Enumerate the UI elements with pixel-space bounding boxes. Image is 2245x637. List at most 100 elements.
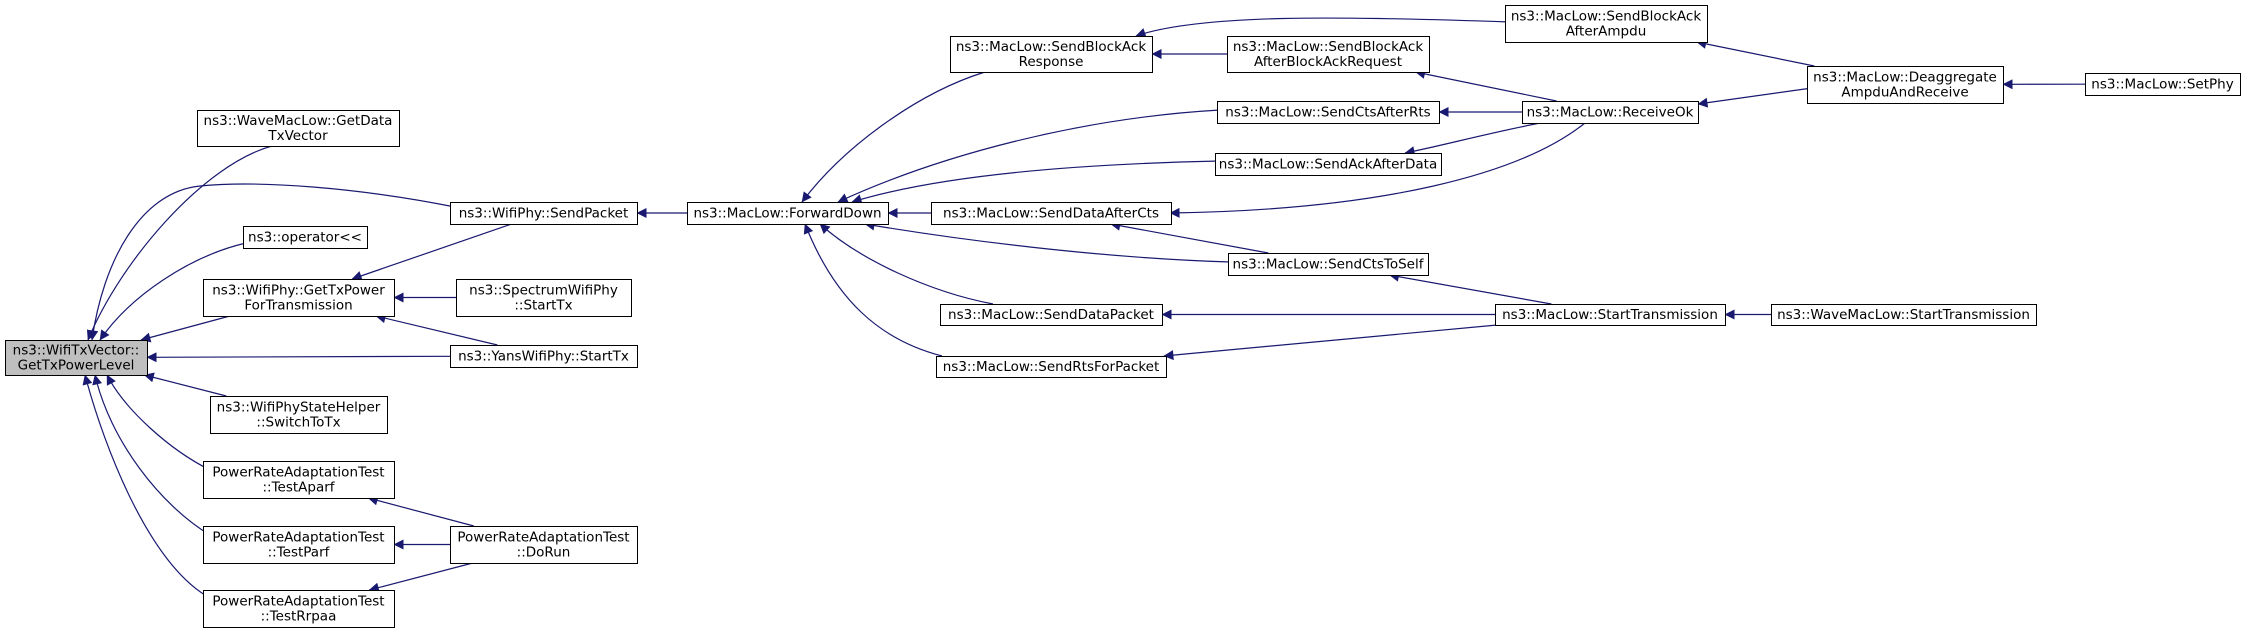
node-box[interactable] [203,461,395,499]
node-box[interactable] [450,526,638,564]
node-label: ns3::MacLow::SendDataAfterCts [943,206,1159,222]
node-box[interactable] [950,36,1153,73]
node-label: Response [1019,54,1084,70]
node-label: AfterAmpdu [1566,24,1647,40]
node-box[interactable] [197,110,400,147]
edge-receiveok-to-senddataaftercts [1169,122,1586,218]
node-box[interactable] [450,202,638,225]
node-label: ::SwitchToTx [256,415,340,431]
node-box[interactable] [940,304,1163,326]
node-sendackafterdata[interactable]: ns3::MacLow::SendAckAfterData [1215,153,1442,176]
node-label: ns3::WifiTxVector:: [13,343,140,359]
node-testaparf[interactable]: PowerRateAdaptationTest::TestAparf [203,461,395,499]
node-label: PowerRateAdaptationTest [212,530,384,546]
node-box[interactable] [931,202,1172,225]
node-box[interactable] [687,202,889,225]
edge-starttransmission-to-sendrtsforpacket [1163,324,1498,361]
node-label: AmpduAndReceive [1841,85,1968,101]
node-label: ns3::MacLow::SendBlockAck [956,39,1146,55]
node-box[interactable] [1227,36,1430,73]
edge-switchtotx-to-root [143,372,227,397]
node-box[interactable] [456,279,632,317]
node-wave_starttransmission[interactable]: ns3::WaveMacLow::StartTransmission [1771,304,2037,326]
node-box[interactable] [2085,73,2241,96]
node-label: ns3::WaveMacLow::GetData [204,113,393,129]
node-box[interactable] [203,279,395,317]
node-dorun[interactable]: PowerRateAdaptationTest::DoRun [450,526,638,564]
node-box[interactable] [203,590,395,628]
node-box[interactable] [1228,253,1429,276]
node-box[interactable] [1522,101,1699,124]
node-box[interactable] [450,345,638,368]
node-box[interactable] [243,226,368,249]
node-starttransmission[interactable]: ns3::MacLow::StartTransmission [1495,304,1726,326]
edge-gettxpower-to-root [140,315,231,343]
node-label: GetTxPowerLevel [18,358,135,374]
edge-deaggregate-to-sendblockackafterampdu [1696,39,1815,67]
node-forwarddown[interactable]: ns3::MacLow::ForwardDown [687,202,889,225]
node-label: ns3::MacLow::SendBlockAck [1233,39,1423,55]
node-sendctsafterrts[interactable]: ns3::MacLow::SendCtsAfterRts [1217,101,1440,124]
node-operator[interactable]: ns3::operator<< [243,226,368,249]
node-receiveok[interactable]: ns3::MacLow::ReceiveOk [1522,101,1699,124]
edges-layer [82,17,2086,599]
edge-sendctstoself-to-forwarddown [864,220,1231,263]
node-testparf[interactable]: PowerRateAdaptationTest::TestParf [203,526,395,564]
node-label: ns3::MacLow::SendCtsAfterRts [1225,105,1430,121]
edge-sendpacket-to-gettxpower [351,223,512,281]
edge-wave_getdata-to-root [86,145,273,341]
node-label: ns3::WifiPhy::SendPacket [459,206,629,222]
node-box[interactable] [936,356,1167,378]
node-sendblockackafterbar[interactable]: ns3::MacLow::SendBlockAckAfterBlockAckRe… [1227,36,1430,73]
node-label: ns3::MacLow::ForwardDown [693,206,881,222]
edge-sendackafterdata-to-forwarddown [851,160,1221,204]
edge-testaparf-to-root [106,374,211,471]
node-sendctstoself[interactable]: ns3::MacLow::SendCtsToSelf [1228,253,1429,276]
node-label: ns3::WifiPhyStateHelper [217,400,381,416]
node-label: PowerRateAdaptationTest [212,594,384,610]
node-label: ::TestParf [268,545,331,561]
node-sendpacket[interactable]: ns3::WifiPhy::SendPacket [450,202,638,225]
node-label: ns3::MacLow::SetPhy [2091,77,2233,93]
node-box[interactable] [1505,5,1708,43]
node-box[interactable] [1215,153,1442,176]
node-box[interactable] [210,396,388,434]
edge-starttransmission-to-sendctstoself [1388,271,1552,305]
edge-dorun-to-testrrpaa [368,562,473,593]
node-label: ns3::MacLow::Deaggregate [1813,70,1997,86]
node-box[interactable] [1807,66,2004,104]
edge-sendctstoself-to-senddataaftercts [1110,220,1269,254]
node-testrrpaa[interactable]: PowerRateAdaptationTest::TestRrpaa [203,590,395,628]
node-label: ns3::MacLow::SendCtsToSelf [1233,257,1425,273]
node-label: ns3::MacLow::ReceiveOk [1527,105,1694,121]
edge-sendblockackafterampdu-to-sendblockackresp [1135,17,1511,38]
node-yans_starttx[interactable]: ns3::YansWifiPhy::StartTx [450,345,638,368]
edge-deaggregate-to-receiveok [1697,87,1813,108]
node-spectrum_starttx[interactable]: ns3::SpectrumWifiPhy::StartTx [456,279,632,317]
node-root[interactable]: ns3::WifiTxVector::GetTxPowerLevel [5,340,148,376]
node-box[interactable] [1217,101,1440,124]
node-setphy[interactable]: ns3::MacLow::SetPhy [2085,73,2241,96]
node-switchtotx[interactable]: ns3::WifiPhyStateHelper::SwitchToTx [210,396,388,434]
node-label: ns3::SpectrumWifiPhy [469,283,618,299]
node-senddataaftercts[interactable]: ns3::MacLow::SendDataAfterCts [931,202,1172,225]
node-label: ::StartTx [514,298,572,314]
node-box[interactable] [203,526,395,564]
node-label: ::DoRun [517,545,571,561]
edge-receiveok-to-sendackafterdata [1404,122,1541,157]
edge-sendblockackresp-to-forwarddown [801,71,986,203]
nodes-layer: ns3::WifiTxVector::GetTxPowerLevelns3::W… [5,5,2241,628]
node-box[interactable] [1495,304,1726,326]
node-senddatapacket[interactable]: ns3::MacLow::SendDataPacket [940,304,1163,326]
node-box[interactable] [5,340,148,376]
edge-yans_starttx-to-root [146,352,451,363]
node-box[interactable] [1771,304,2037,326]
edge-receiveok-to-sendblockackafterbar [1415,69,1557,102]
node-label: TxVector [267,128,328,144]
node-sendrtsforpacket[interactable]: ns3::MacLow::SendRtsForPacket [936,356,1167,378]
